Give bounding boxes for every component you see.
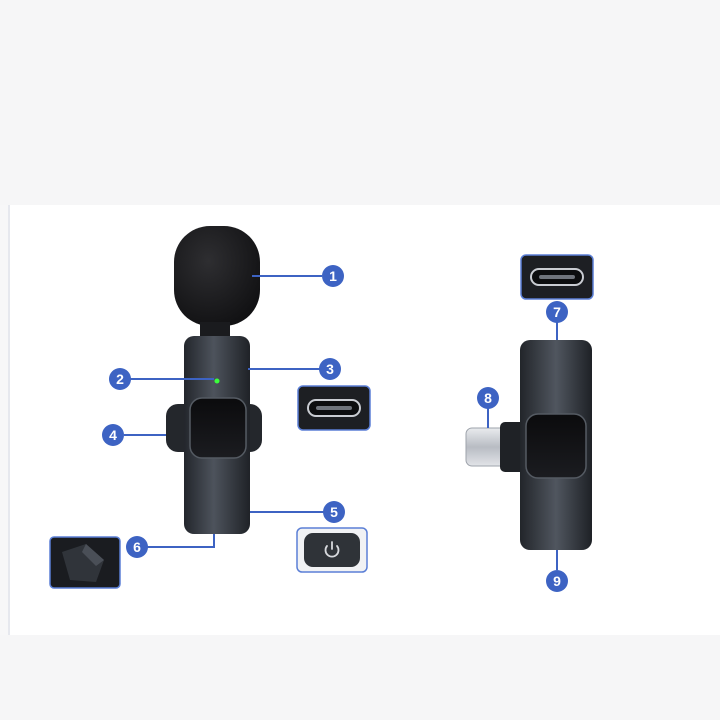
- svg-text:1: 1: [329, 268, 337, 284]
- callout-4: 4: [102, 424, 124, 446]
- receiver: [465, 340, 592, 550]
- leader-lines: [124, 275, 558, 570]
- indicator-light: [214, 378, 220, 384]
- svg-text:5: 5: [330, 504, 338, 520]
- leader-6: [147, 534, 215, 548]
- windscreen-foam: [174, 226, 260, 326]
- callout-3: 3: [319, 358, 341, 380]
- callout-1: 1: [322, 265, 344, 287]
- svg-text:4: 4: [109, 427, 117, 443]
- callout-7: 7: [546, 301, 568, 323]
- callout-5: 5: [323, 501, 345, 523]
- mic-neck: [200, 322, 230, 340]
- svg-text:8: 8: [484, 390, 492, 406]
- receiver-front-panel: [525, 413, 587, 479]
- front-panel: [189, 397, 247, 459]
- inset-charging-port: [297, 385, 371, 431]
- inset-bottom-end: [49, 536, 121, 589]
- bottom-background: [0, 635, 720, 720]
- callout-8: 8: [477, 387, 499, 409]
- callout-6: 6: [126, 536, 148, 558]
- svg-text:7: 7: [553, 304, 561, 320]
- svg-text:6: 6: [133, 539, 141, 555]
- svg-text:9: 9: [553, 573, 561, 589]
- callout-2: 2: [109, 368, 131, 390]
- svg-text:3: 3: [326, 361, 334, 377]
- transmitter: [166, 226, 262, 534]
- inset-power-button: [296, 527, 368, 573]
- inset-receiver-port: [520, 254, 594, 300]
- power-icon: [324, 541, 340, 558]
- top-background: [0, 0, 720, 205]
- callout-9: 9: [546, 570, 568, 592]
- svg-text:2: 2: [116, 371, 124, 387]
